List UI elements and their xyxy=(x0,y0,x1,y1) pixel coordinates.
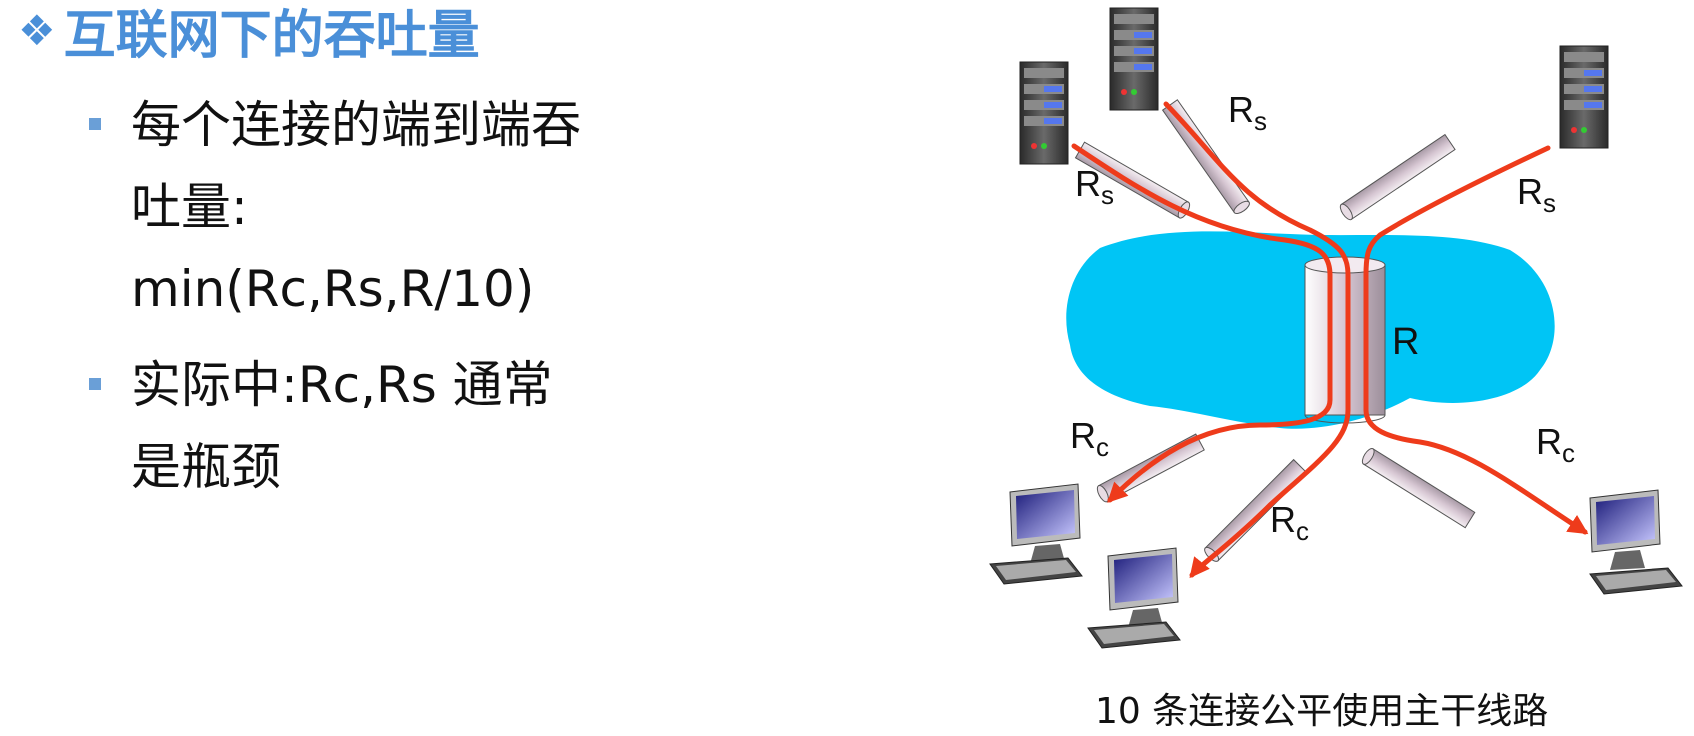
bullet-item: 实际中:Rc,Rs 通常 是瓶颈 xyxy=(86,344,686,508)
server-link-label: Rs xyxy=(1228,89,1267,136)
client-link-label: Rc xyxy=(1270,499,1309,546)
slide-title: ❖ 互联网下的吞吐量 xyxy=(18,0,480,66)
server-link-label: Rs xyxy=(1075,163,1114,210)
client-link-label: Rc xyxy=(1070,415,1109,462)
server-icon xyxy=(1109,7,1159,111)
computer-icon xyxy=(1087,547,1181,649)
server-icon xyxy=(1019,61,1069,165)
computer-icon xyxy=(989,483,1083,585)
diagram-caption: 10 条连接公平使用主干线路 xyxy=(1095,691,1549,732)
bullet-line: 实际中:Rc,Rs 通常 xyxy=(131,356,553,414)
server-link-label: Rs xyxy=(1517,171,1556,218)
diamond-bullet-icon: ❖ xyxy=(18,5,56,55)
bullet-line: 每个连接的端到端吞 xyxy=(131,96,581,154)
server-link-pipe xyxy=(1339,133,1456,221)
flow-lines xyxy=(1071,101,1589,579)
flow-line xyxy=(1163,101,1351,579)
backbone-label: R xyxy=(1392,321,1419,363)
bullet-list: 每个连接的端到端吞 吐量: min(Rc,Rs,R/10) 实际中:Rc,Rs … xyxy=(86,84,686,522)
square-bullet-icon xyxy=(89,378,101,390)
bullet-line: 吐量: xyxy=(131,178,248,236)
server-icon xyxy=(1559,45,1609,149)
server-link-pipe xyxy=(1161,99,1250,215)
bullet-line: 是瓶颈 xyxy=(131,438,281,496)
bullet-item: 每个连接的端到端吞 吐量: min(Rc,Rs,R/10) xyxy=(86,84,686,330)
backbone-pipe xyxy=(1304,256,1386,424)
flow-line xyxy=(1363,145,1589,535)
flow-line xyxy=(1071,143,1333,503)
square-bullet-icon xyxy=(89,118,101,130)
slide-title-text: 互联网下的吞吐量 xyxy=(63,5,480,66)
client-link-pipe xyxy=(1461,438,1471,454)
computer-icon xyxy=(1589,489,1683,595)
client-link-pipe xyxy=(1361,447,1476,529)
client-link-label: Rc xyxy=(1536,421,1575,468)
bullet-line: min(Rc,Rs,R/10) xyxy=(131,260,535,318)
